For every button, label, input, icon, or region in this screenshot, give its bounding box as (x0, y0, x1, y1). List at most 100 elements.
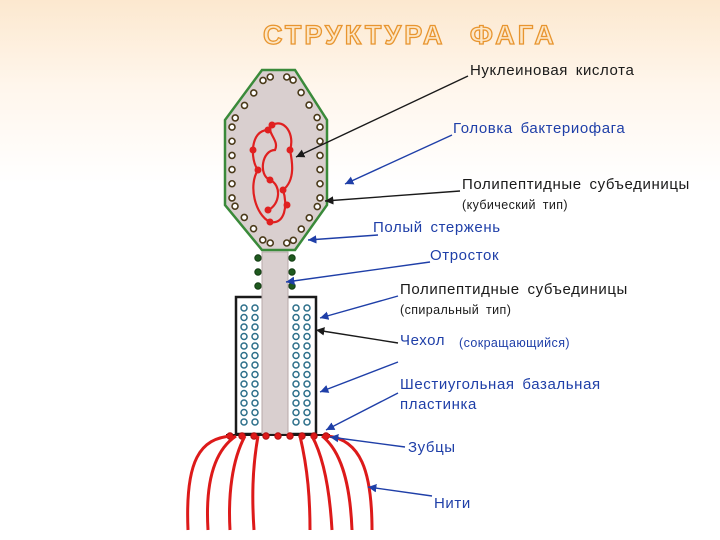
hollow-core-rod (262, 252, 288, 434)
sheath-bead (304, 334, 310, 340)
sheath-bead (293, 343, 299, 349)
sheath-bead (252, 324, 258, 330)
sheath-bead (241, 362, 247, 368)
base-tooth (287, 433, 293, 439)
capsid-bead (306, 215, 312, 221)
sheath-bead (252, 372, 258, 378)
capsid-bead (317, 167, 323, 173)
capsid-bead (229, 167, 235, 173)
dna-dot (284, 202, 290, 208)
label-base-plate-line1: Шестиугольная базальная (400, 376, 601, 394)
neck-bead (289, 255, 295, 261)
sheath-bead (241, 343, 247, 349)
capsid-bead (267, 240, 273, 246)
capsid-bead (284, 74, 290, 80)
capsid-bead (260, 77, 266, 83)
capsid-bead (317, 152, 323, 158)
sheath-bead (304, 315, 310, 321)
capsid-bead (284, 240, 290, 246)
capsid-bead (298, 226, 304, 232)
tail-fiber (253, 436, 258, 530)
capsid-bead (314, 115, 320, 121)
sheath-bead (241, 400, 247, 406)
sheath-bead (304, 305, 310, 311)
capsid-bead (251, 226, 257, 232)
sheath-bead (293, 305, 299, 311)
capsid-bead (314, 204, 320, 210)
sheath-bead (241, 334, 247, 340)
capsid-bead (229, 181, 235, 187)
tail-fiber (300, 436, 310, 530)
label-sheath-note: (сокращающийся) (459, 334, 570, 352)
sheath-bead (252, 391, 258, 397)
sheath-bead (252, 381, 258, 387)
sheath-bead (252, 362, 258, 368)
tail-fiber (312, 436, 332, 530)
neck-bead (255, 269, 261, 275)
capsid-bead (290, 77, 296, 83)
sheath-bead (304, 343, 310, 349)
sheath-bead (293, 381, 299, 387)
label-process: Отросток (430, 247, 499, 265)
base-tooth (275, 433, 281, 439)
label-cubic-type: (кубический тип) (462, 196, 568, 214)
label-hollow-rod: Полый стержень (373, 219, 501, 237)
capsid-bead (260, 237, 266, 243)
sheath-bead (252, 410, 258, 416)
dna-dot (287, 147, 293, 153)
sheath-bead (293, 391, 299, 397)
sheath-bead (241, 410, 247, 416)
label-base-plate-line2: пластинка (400, 396, 477, 414)
dna-dot (280, 187, 286, 193)
sheath-bead (241, 381, 247, 387)
sheath-bead (252, 400, 258, 406)
sheath-bead (304, 391, 310, 397)
dna-dot (255, 167, 261, 173)
base-tooth (263, 433, 269, 439)
sheath-bead (304, 419, 310, 425)
sheath-bead (252, 315, 258, 321)
sheath-bead (241, 372, 247, 378)
sheath-bead (293, 324, 299, 330)
label-spiral-type: (спиральный тип) (400, 301, 511, 319)
neck-bead (289, 283, 295, 289)
tail-fiber (230, 436, 245, 530)
sheath-bead (252, 334, 258, 340)
sheath-bead (241, 324, 247, 330)
capsid-bead (317, 181, 323, 187)
capsid-bead (242, 102, 248, 108)
sheath-bead (293, 410, 299, 416)
label-fibers: Нити (434, 495, 471, 513)
label-sheath: Чехол (400, 332, 445, 350)
dna-dot (250, 147, 256, 153)
sheath-bead (252, 419, 258, 425)
sheath-bead (293, 400, 299, 406)
sheath-bead (293, 372, 299, 378)
label-head: Головка бактериофага (453, 120, 625, 138)
capsid-bead (317, 124, 323, 130)
sheath-bead (241, 419, 247, 425)
capsid-bead (232, 203, 238, 209)
sheath-bead (252, 305, 258, 311)
dna-dot (269, 122, 275, 128)
sheath-bead (293, 353, 299, 359)
sheath-bead (304, 362, 310, 368)
sheath-bead (304, 381, 310, 387)
dna-dot (267, 177, 273, 183)
sheath-bead (304, 353, 310, 359)
sheath-bead (304, 410, 310, 416)
capsid-bead (229, 152, 235, 158)
capsid-bead (232, 115, 238, 121)
neck-bead (289, 269, 295, 275)
sheath-bead (252, 353, 258, 359)
sheath-bead (304, 324, 310, 330)
sheath-bead (241, 391, 247, 397)
capsid-bead (241, 214, 247, 220)
sheath-bead (241, 315, 247, 321)
dna-dot (265, 207, 271, 213)
sheath-bead (252, 343, 258, 349)
neck-bead (255, 255, 261, 261)
label-polypeptide-cubic: Полипептидные субъединицы (462, 176, 690, 194)
sheath-bead (293, 362, 299, 368)
capsid-bead (229, 124, 235, 130)
